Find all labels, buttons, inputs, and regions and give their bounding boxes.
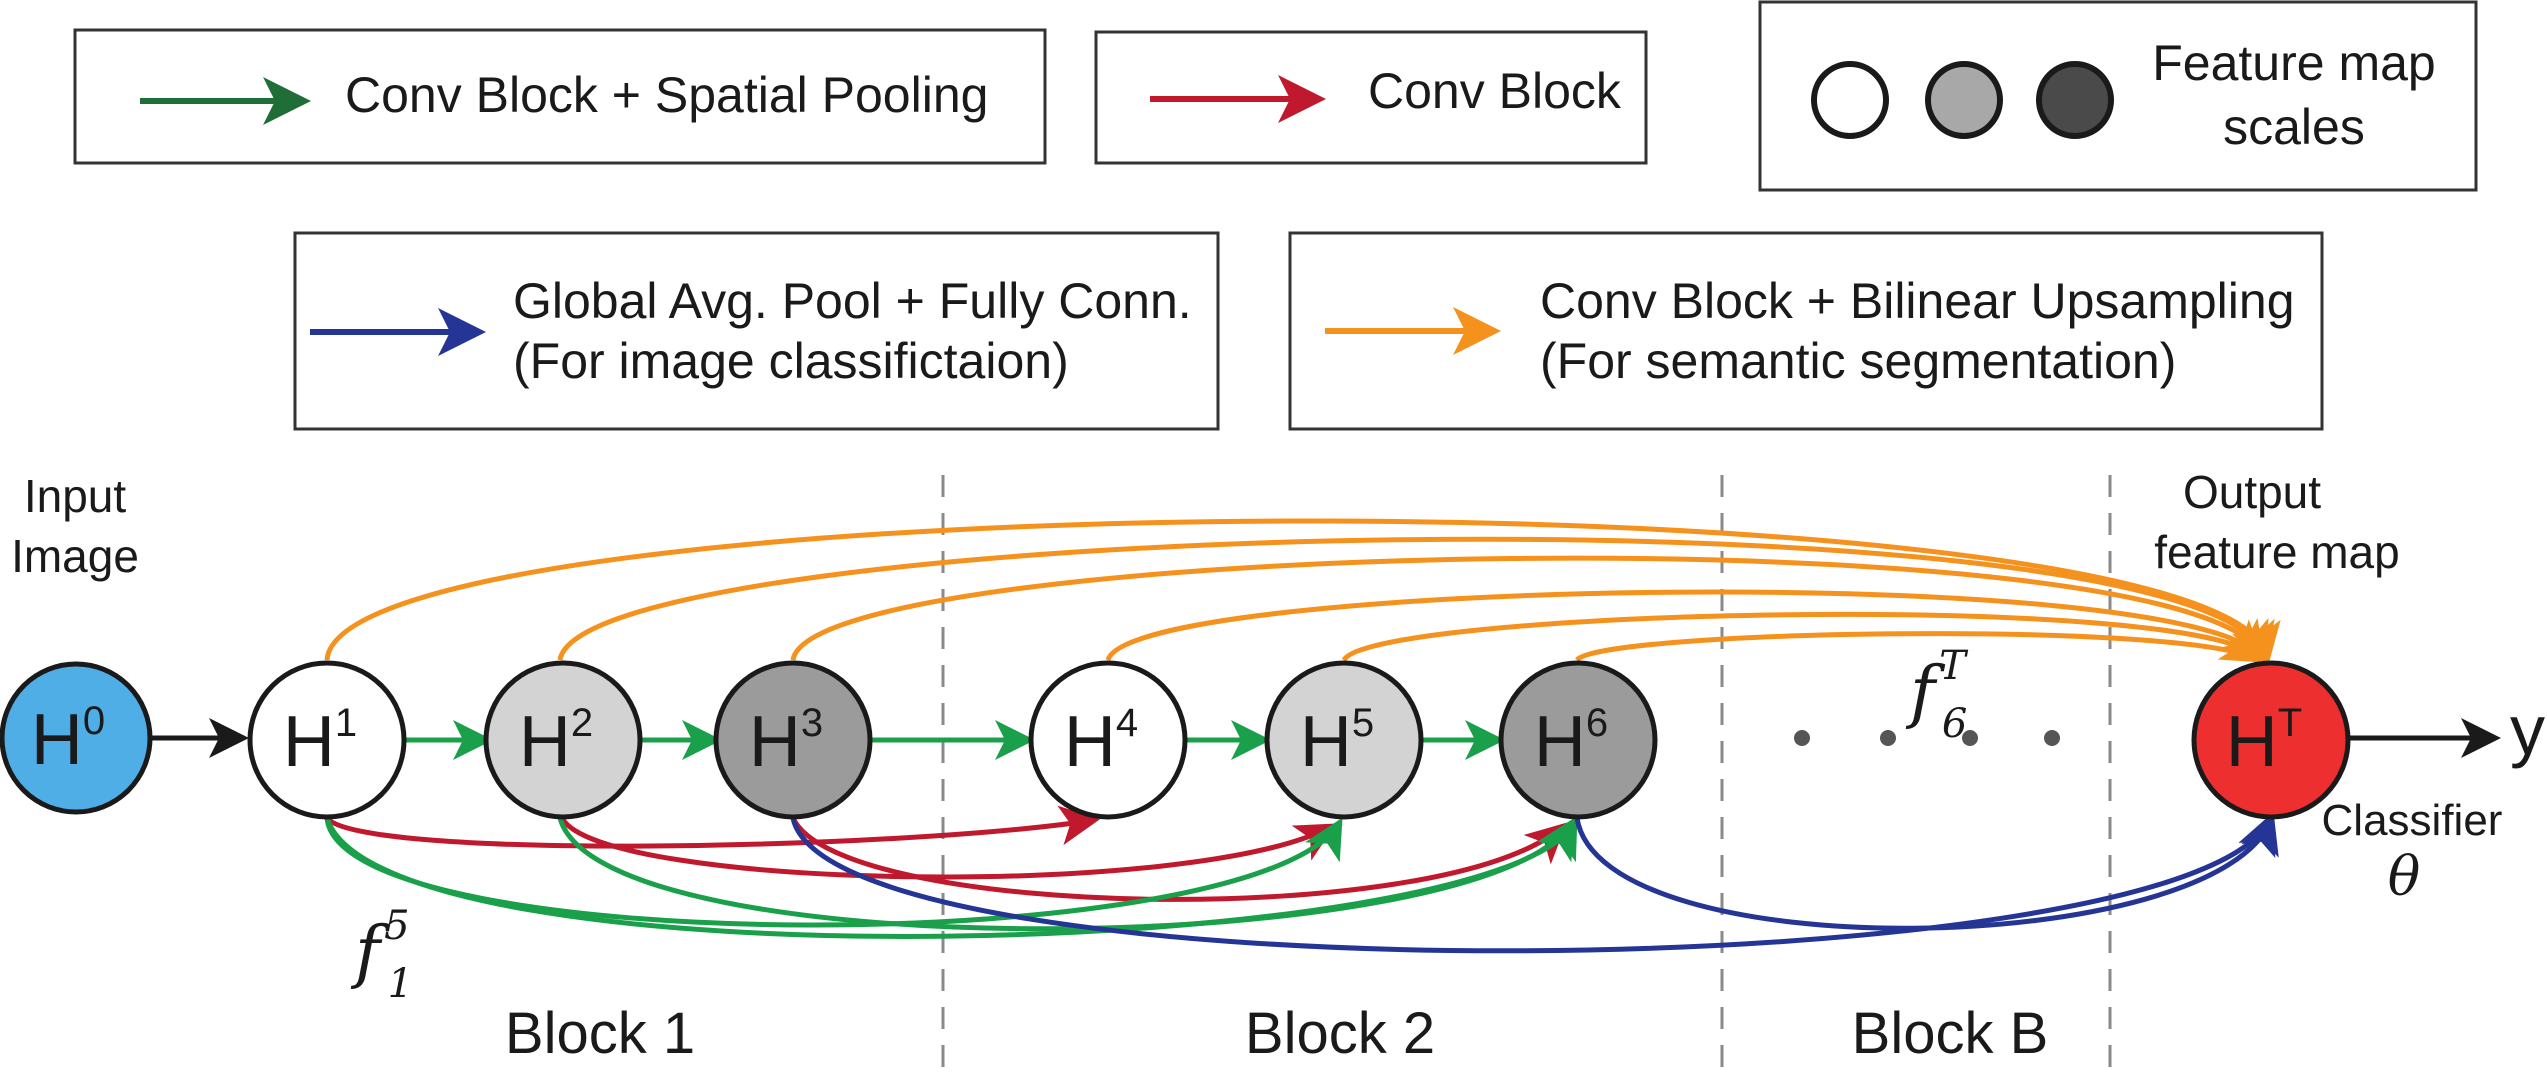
ellipsis-dots	[1794, 730, 2060, 746]
block-2-label: Block 2	[1245, 1001, 1435, 1066]
legend-scales-line2: scales	[2223, 99, 2365, 155]
edge-h1-h6	[324, 817, 1578, 939]
orange-edges	[324, 518, 2281, 663]
edge-h3-ht	[790, 813, 2276, 954]
red-edges	[325, 805, 1567, 902]
node-h5: H5	[1264, 660, 1424, 820]
edge-h5-ht	[1341, 611, 2264, 662]
svg-text:H3: H3	[749, 701, 823, 782]
scale-white-icon	[1811, 61, 1889, 139]
green-long-edges	[324, 817, 1578, 939]
node-h5-sup: 5	[1352, 701, 1374, 745]
node-h6-sup: 6	[1586, 701, 1608, 745]
node-h1: H1	[247, 660, 407, 820]
f15-sup: 5	[384, 903, 409, 949]
input-label-line2: Image	[11, 530, 139, 582]
edge-h6-ht	[1575, 625, 2263, 663]
node-ht-sup: T	[2278, 701, 2302, 745]
node-ht: HT	[2191, 660, 2351, 820]
f6t-sup: T	[1939, 643, 1969, 689]
node-h1-base: H	[283, 702, 335, 782]
edge-h1-ht	[324, 518, 2281, 663]
node-h5-base: H	[1300, 702, 1352, 782]
edge-h3-ht	[790, 555, 2269, 663]
svg-text:H6: H6	[1534, 701, 1608, 782]
legend-conv-pool: Conv Block + Spatial Pooling	[73, 28, 1047, 165]
svg-text:H1: H1	[283, 701, 357, 782]
legend-conv: Conv Block	[1094, 30, 1648, 165]
svg-text:H4: H4	[1064, 701, 1138, 782]
legend-gap-fc-line2: (For image classifictaion)	[513, 333, 1069, 389]
edge-h4-ht	[1105, 589, 2265, 663]
f6t-sub: 6	[1942, 701, 1967, 747]
edge-h1-h4	[325, 805, 1100, 849]
output-label-line1: Output	[2183, 466, 2321, 518]
scale-dark-gray-icon	[2036, 61, 2114, 139]
legend: Conv Block + Spatial Pooling Conv Block …	[73, 0, 2478, 431]
block-1-label: Block 1	[505, 1001, 695, 1066]
node-h3: H3	[713, 660, 873, 820]
svg-text:H0: H0	[31, 699, 105, 780]
svg-text:H2: H2	[519, 701, 593, 782]
edge-h1-h5	[324, 817, 1343, 928]
legend-conv-pool-label: Conv Block + Spatial Pooling	[345, 67, 988, 123]
svg-text:HT: HT	[2226, 701, 2302, 782]
classifier-label: Classifier	[2322, 796, 2503, 845]
node-h6: H6	[1498, 660, 1658, 820]
node-h2-sup: 2	[571, 701, 593, 745]
node-h1-sup: 1	[335, 701, 357, 745]
y-output-label: y	[2510, 691, 2545, 769]
node-h0: H0	[0, 661, 153, 815]
edge-h2-ht	[557, 536, 2275, 663]
node-h2: H2	[483, 660, 643, 820]
legend-upsample: Conv Block + Bilinear Upsampling (For se…	[1288, 231, 2324, 431]
legend-upsample-line2: (For semantic segmentation)	[1540, 333, 2176, 389]
node-h3-base: H	[749, 702, 801, 782]
f15-sub: 1	[388, 961, 413, 1007]
node-h4-sup: 4	[1116, 701, 1138, 745]
scale-light-gray-icon	[1925, 61, 2003, 139]
legend-upsample-line1: Conv Block + Bilinear Upsampling	[1540, 273, 2295, 329]
node-h6-base: H	[1534, 702, 1586, 782]
block-labels: Block 1 Block 2 Block B	[505, 1001, 2048, 1066]
node-h0-base: H	[31, 700, 83, 780]
edge-h6-ht-blue	[1574, 813, 2279, 931]
block-separators	[941, 475, 2112, 1081]
legend-gap-fc-line1: Global Avg. Pool + Fully Conn.	[513, 273, 1192, 329]
svg-text:H5: H5	[1300, 701, 1374, 782]
diagram-labels: Input Image Output feature map Classifie…	[11, 466, 2545, 1007]
node-h2-base: H	[519, 702, 571, 782]
input-label-line1: Input	[24, 470, 127, 522]
sequential-edges	[152, 718, 2501, 760]
legend-conv-label: Conv Block	[1368, 63, 1622, 119]
node-ht-base: H	[2226, 702, 2278, 782]
legend-scales-line1: Feature map	[2152, 35, 2435, 91]
blue-edges	[790, 813, 2279, 954]
legend-scales: Feature map scales	[1758, 0, 2478, 192]
legend-gap-fc: Global Avg. Pool + Fully Conn. (For imag…	[293, 231, 1220, 431]
node-h4-base: H	[1064, 702, 1116, 782]
nodes: H0 H1 H2 H3 H4 H5 H6 HT	[0, 660, 2351, 820]
block-b-label: Block B	[1852, 1001, 2049, 1066]
node-h3-sup: 3	[801, 701, 823, 745]
node-h0-sup: 0	[83, 699, 105, 743]
node-h4: H4	[1028, 660, 1188, 820]
theta-label: θ	[2388, 845, 2421, 908]
output-label-line2: feature map	[2154, 526, 2399, 578]
